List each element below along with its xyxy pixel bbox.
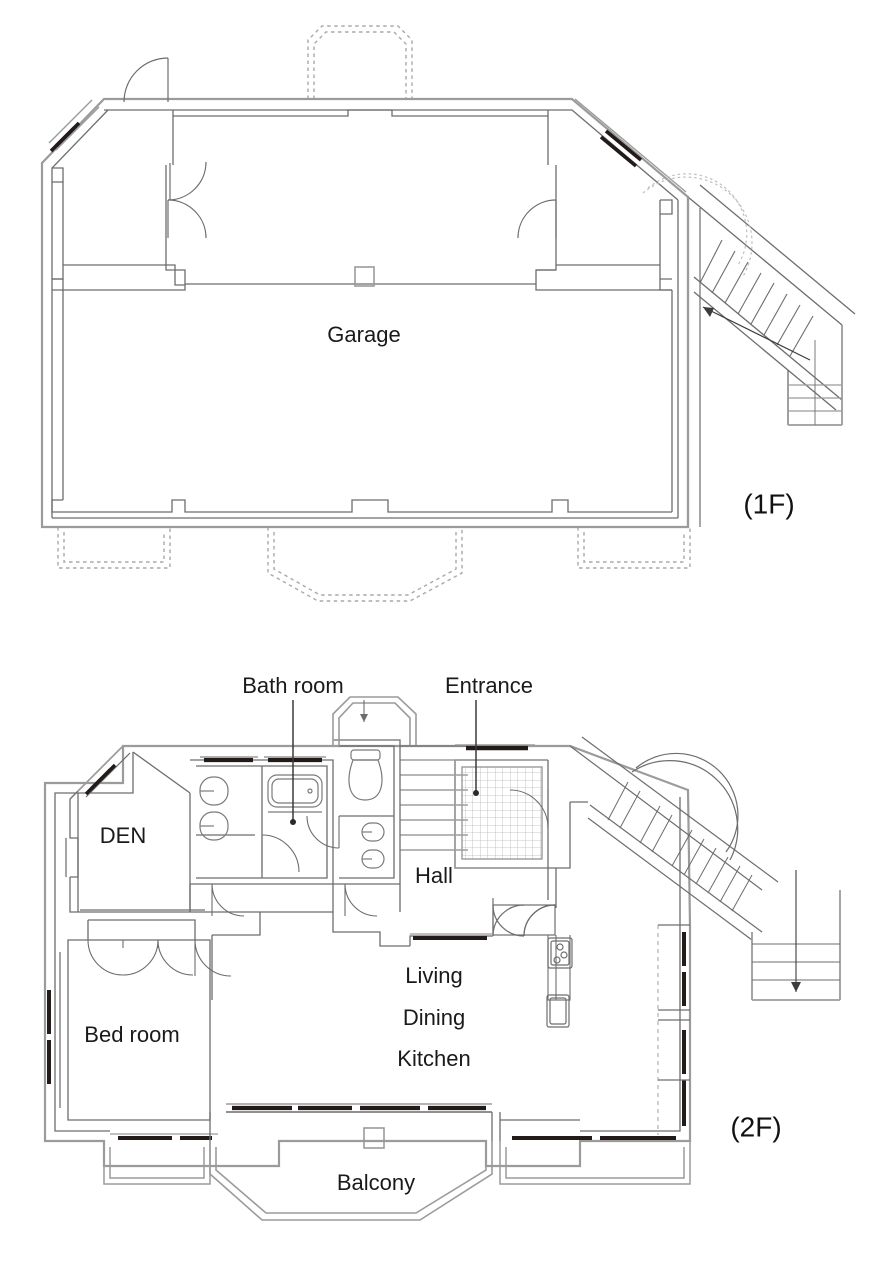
room-label-kitchen: Kitchen bbox=[397, 1046, 470, 1071]
room-wc-2f bbox=[333, 739, 401, 885]
balcony-small-right-2f bbox=[499, 1141, 691, 1185]
wash-basin-lower-2f bbox=[199, 811, 229, 841]
outer-wall-2f bbox=[43, 744, 692, 1168]
window-east-2f bbox=[682, 926, 691, 1126]
door-wc-2f bbox=[306, 815, 340, 849]
kitchen-cooktop-2f bbox=[547, 937, 573, 969]
floor-2-drawing: Bath room Entrance DEN Hall Bed room Liv… bbox=[43, 673, 841, 1221]
floor-1-drawing: Garage (1F) bbox=[40, 25, 856, 602]
outer-wall-inner-face-1f bbox=[51, 109, 679, 519]
outer-wall-inner-face-2f bbox=[54, 752, 681, 1132]
door-left-interior-1f bbox=[169, 163, 171, 200]
door-bathroom-2f bbox=[261, 834, 300, 873]
callout-leader-bath-room bbox=[290, 700, 296, 825]
bedroom-closet-doors-2f bbox=[87, 939, 194, 976]
garage-inner-partition-1f bbox=[51, 109, 673, 513]
bathtub-2f bbox=[267, 774, 323, 813]
toilet-2f bbox=[348, 749, 383, 801]
room-label-den: DEN bbox=[100, 823, 146, 848]
balcony-small-left-2f bbox=[103, 1141, 211, 1185]
window-band-bathroom-2f bbox=[200, 756, 326, 763]
wc-basin-upper-2f bbox=[361, 822, 385, 842]
window-band-living-south-2f bbox=[226, 1103, 492, 1113]
window-bedroom-south-2f bbox=[110, 1133, 218, 1140]
closet-double-door-2f bbox=[492, 898, 556, 937]
room-label-hall: Hall bbox=[415, 863, 453, 888]
kitchen-sink-2f bbox=[546, 994, 570, 1028]
room-label-entrance: Entrance bbox=[445, 673, 533, 698]
room-label-bath-room: Bath room bbox=[242, 673, 344, 698]
wc-basin-lower-2f bbox=[361, 849, 385, 869]
east-wall-detail-2f bbox=[658, 924, 690, 1081]
north-bay-2f bbox=[332, 696, 417, 746]
stair-1f bbox=[642, 173, 856, 527]
door-washroom-2f bbox=[211, 883, 245, 917]
dashed-projection-outlines-1f bbox=[57, 25, 691, 602]
room-label-balcony: Balcony bbox=[337, 1170, 415, 1195]
room-label-dining: Dining bbox=[403, 1005, 465, 1030]
room-label-garage: Garage bbox=[327, 322, 400, 347]
outer-wall-1f bbox=[40, 97, 690, 529]
bay-arrow-head-2f bbox=[360, 714, 368, 722]
hall-walls-2f bbox=[189, 801, 588, 1000]
window-band-living-north-2f bbox=[410, 933, 492, 940]
wash-basin-upper-2f bbox=[199, 776, 229, 806]
window-upper-left-1f bbox=[48, 99, 100, 153]
column-marker-2f bbox=[363, 1127, 385, 1149]
living-south-wall-2f bbox=[209, 1111, 580, 1141]
stair-interior-2f bbox=[400, 745, 468, 851]
room-label-bed-room: Bed room bbox=[84, 1022, 179, 1047]
entrance-2f bbox=[454, 744, 549, 869]
room-label-living: Living bbox=[405, 963, 462, 988]
window-upper-right-1f bbox=[574, 98, 687, 193]
column-marker-1f bbox=[354, 266, 375, 287]
door-entrance-2f bbox=[509, 789, 549, 829]
door-entry-top-left-1f bbox=[123, 57, 169, 103]
room-bedroom-2f bbox=[59, 909, 211, 1121]
stair-exterior-2f bbox=[569, 736, 841, 1001]
door-swing-right-1f bbox=[517, 199, 557, 239]
door-wc-lower-2f bbox=[344, 883, 378, 917]
door-bedroom-2f bbox=[194, 939, 232, 977]
callout-leader-entrance bbox=[473, 700, 479, 796]
floor-label-2f: (2F) bbox=[730, 1111, 781, 1142]
window-den-chamfer-2f bbox=[77, 745, 131, 798]
door-swing-left-1f bbox=[167, 161, 207, 239]
floor-label-1f: (1F) bbox=[743, 488, 794, 519]
